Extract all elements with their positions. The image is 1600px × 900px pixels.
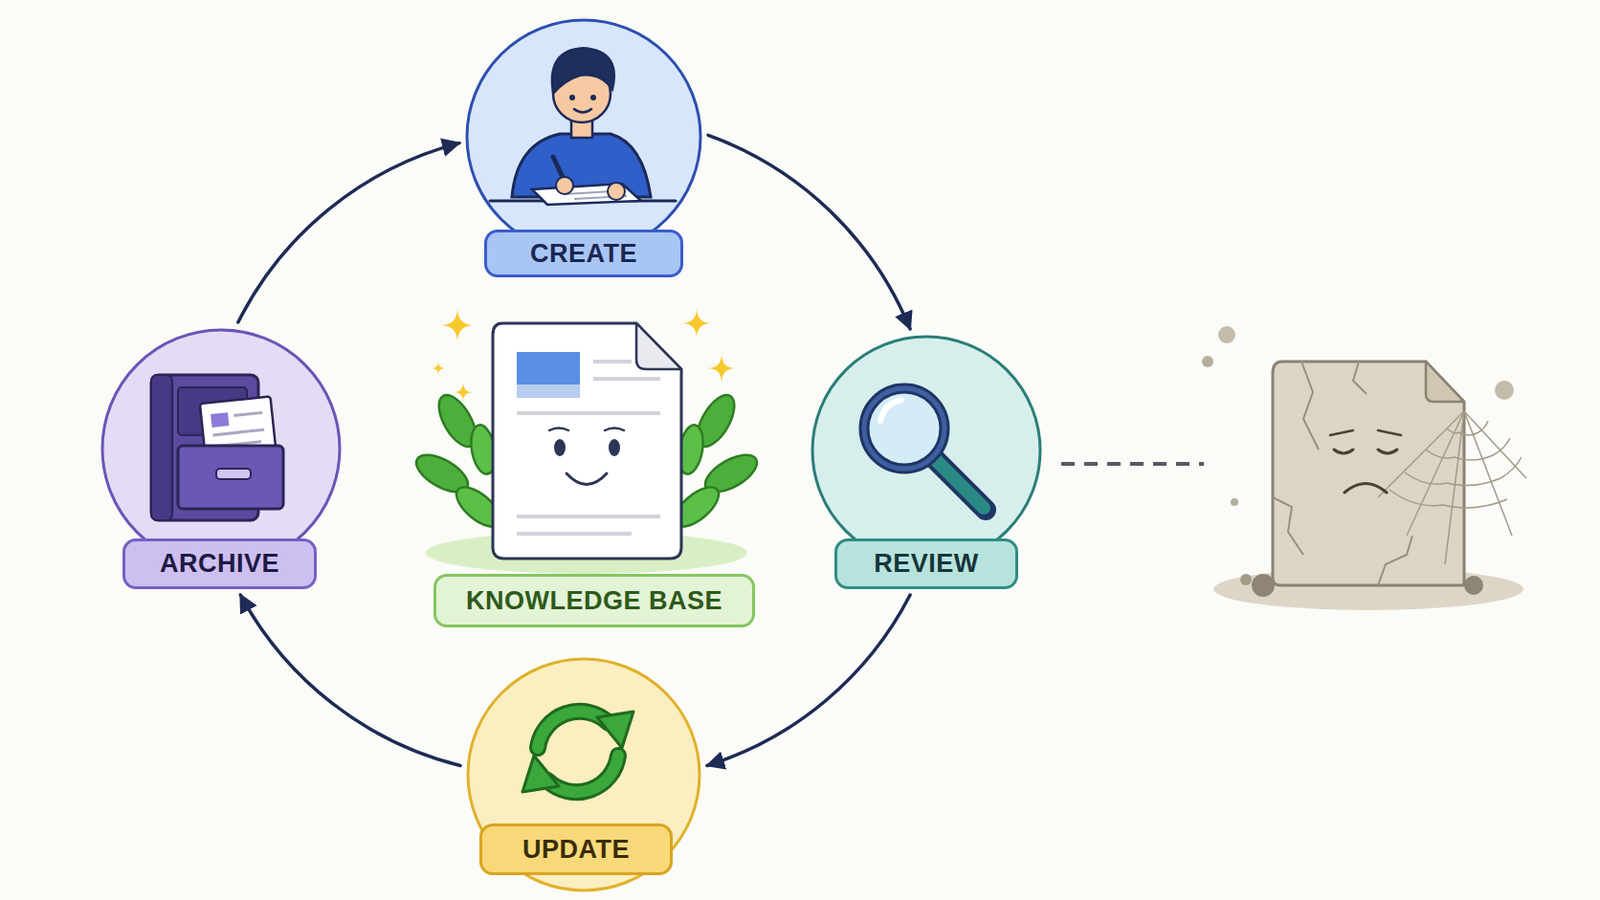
happy-document-illustration	[410, 308, 763, 575]
stage-node: REVIEW	[810, 334, 1043, 590]
stage-label-pill: REVIEW	[834, 538, 1019, 590]
stage-label: CREATE	[530, 239, 638, 269]
stage-circle-outline	[102, 330, 340, 568]
stage-node: KNOWLEDGE BASE	[413, 301, 760, 628]
stage-label: ARCHIVE	[159, 549, 280, 579]
stage-label: REVIEW	[873, 549, 979, 579]
cycle-arrow	[240, 595, 461, 767]
stage-circle-outline	[466, 20, 701, 254]
stage-circle-outline	[467, 659, 700, 891]
stage-node: CREATE	[465, 18, 703, 279]
cycle-arrow	[238, 143, 460, 323]
cycle-arrow	[708, 134, 911, 330]
stage-label-pill: KNOWLEDGE BASE	[433, 574, 756, 628]
stage-label-pill: ARCHIVE	[122, 538, 317, 590]
stage-label-pill: CREATE	[484, 229, 684, 278]
stage-label-pill: UPDATE	[479, 823, 673, 876]
stage-node: ARCHIVE	[99, 328, 343, 590]
stage-label: KNOWLEDGE BASE	[466, 586, 723, 617]
stage-circle-outline	[812, 336, 1041, 565]
dashed-leader	[1061, 462, 1204, 467]
stage-node: UPDATE	[466, 658, 702, 898]
stale-document-illustration	[1201, 326, 1527, 611]
stage-label: UPDATE	[522, 835, 630, 866]
